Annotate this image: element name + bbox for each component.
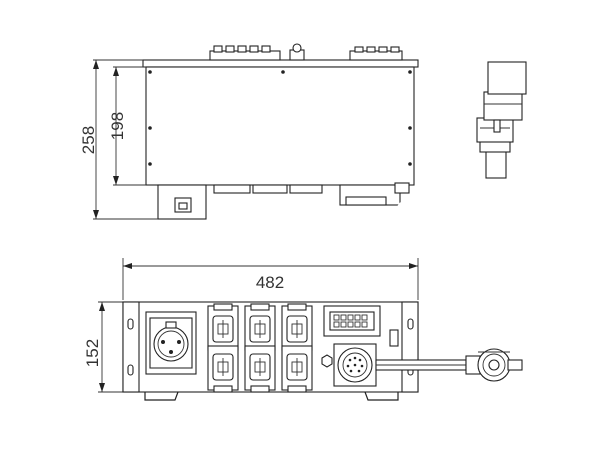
side-body [145,66,415,186]
side-plug [476,61,527,179]
round-multipin-connector [333,343,377,387]
switch [389,329,399,347]
dim-482: 482 [256,273,284,292]
bottom-connectors [213,182,410,206]
dim-198: 198 [108,112,127,140]
dim-258: 258 [79,126,98,154]
top-plate [142,59,419,68]
front-view: 482 152 [83,258,523,401]
top-connectors [209,43,403,61]
front-cable [375,359,467,371]
side-view: 258 198 [79,43,527,222]
schuko-sockets [207,303,313,393]
cee-socket [145,311,197,375]
hex-screw [321,354,333,368]
multipin-rect-connector [323,305,381,337]
front-plug [465,348,523,382]
dim-152: 152 [83,339,102,367]
